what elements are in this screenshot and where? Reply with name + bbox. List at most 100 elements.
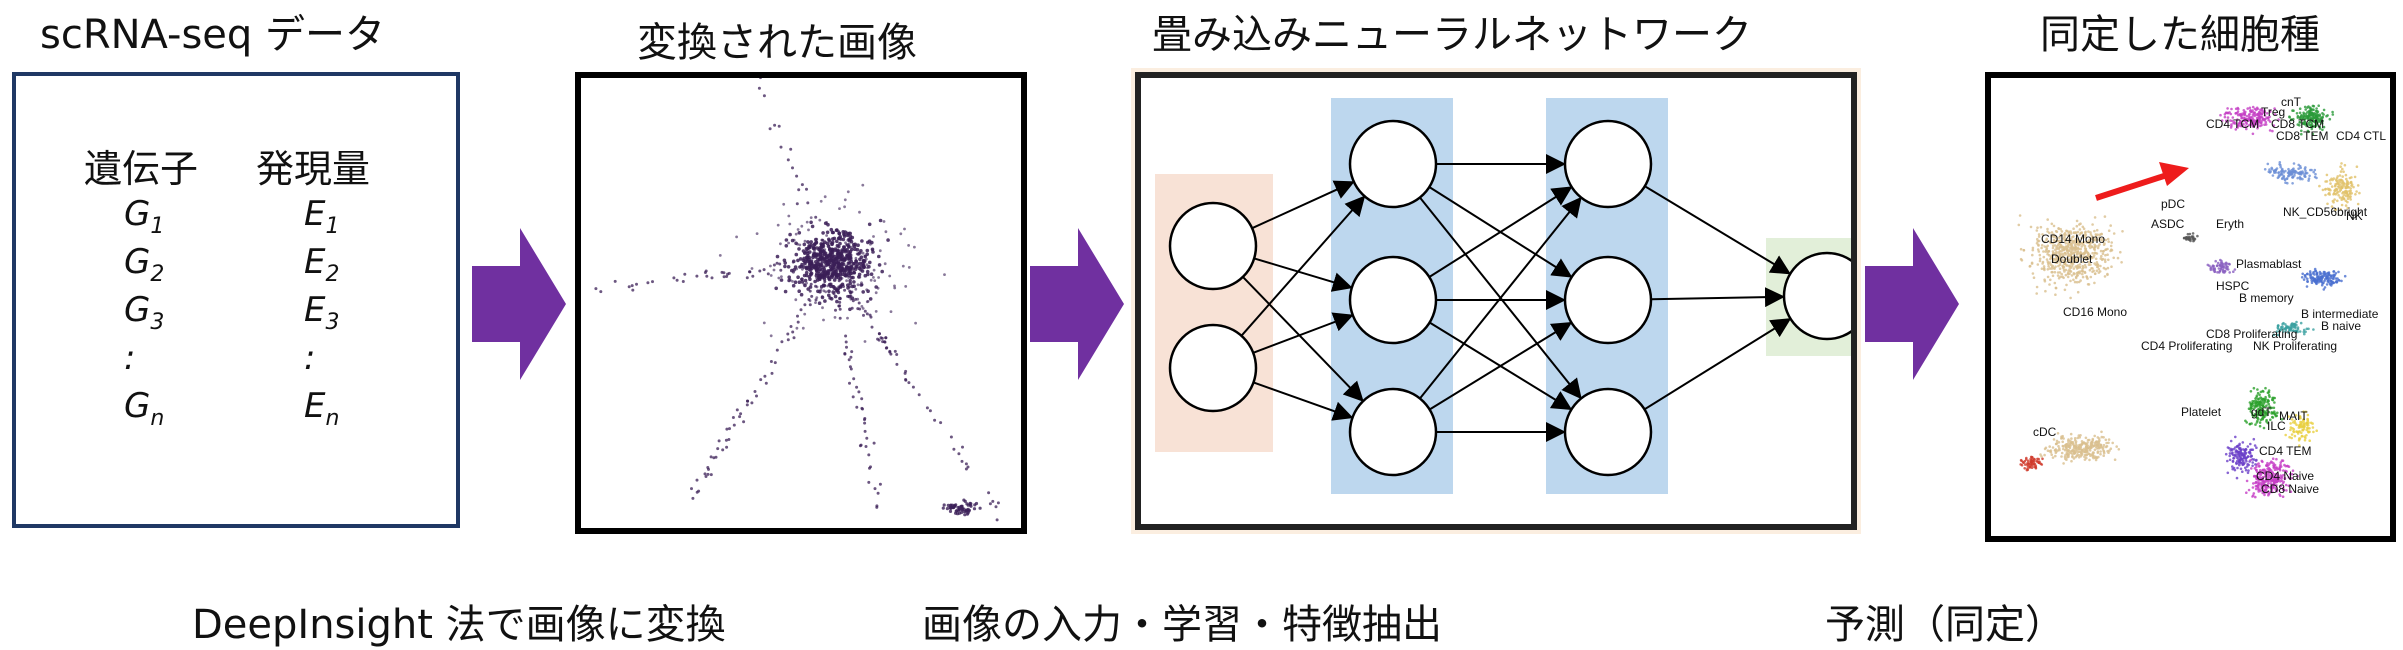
expression-base: : (304, 338, 316, 378)
cell-type-label: NK (2346, 209, 2363, 223)
connection-arrow (1643, 318, 1792, 411)
expression-base: E (304, 386, 326, 426)
expression-symbol: : (304, 338, 315, 378)
gene-subscript: 2 (150, 261, 165, 287)
cell-type-label: CD4 Naive (2256, 469, 2314, 483)
panel1-title: scRNA-seq データ (40, 12, 386, 58)
neuron-node (1348, 387, 1438, 477)
gene-base: G (124, 290, 151, 330)
cell-type-label: cnT (2281, 95, 2302, 109)
gene-symbol: : (124, 338, 135, 378)
cell-type-label: CD14 Mono (2041, 232, 2105, 246)
gene-subscript: 1 (150, 213, 165, 239)
panel2-title: 変換された画像 (637, 20, 917, 66)
cell-type-label: pDC (2161, 197, 2185, 211)
expression-symbol: E2 (304, 242, 339, 287)
connection-arrow (1650, 287, 1785, 308)
cell-type-label: ILC (2267, 419, 2286, 433)
expression-symbol: E3 (304, 290, 339, 335)
expression-base: E (304, 290, 326, 330)
expression-subscript: n (325, 405, 340, 431)
connection-arrow (1252, 312, 1354, 354)
expression-symbol: En (304, 386, 339, 431)
connection-arrow (1419, 196, 1582, 400)
cell-type-label: Platelet (2181, 405, 2222, 419)
cell-type-label: gdT (2251, 405, 2272, 419)
umap-points (2017, 104, 2361, 499)
cell-type-label: CD8 Proliferating (2206, 327, 2297, 341)
gene-base: G (124, 386, 151, 426)
cell-type-label: ASDC (2151, 217, 2185, 231)
cell-type-label: B intermediate (2301, 307, 2379, 321)
gene-symbol: G2 (124, 242, 164, 287)
highlight-arrow-shaft (2095, 172, 2168, 201)
neuron-node (1563, 387, 1653, 477)
cell-type-label: CD8 Naive (2261, 482, 2319, 496)
gene-base: G (124, 194, 151, 234)
step2-caption: 画像の入力・学習・特徴抽出 (922, 602, 1442, 648)
cell-type-label: CD4 TCM (2206, 117, 2259, 131)
connection-arrow (1253, 381, 1354, 421)
cell-type-label: B naive (2321, 319, 2361, 333)
cell-type-label: CD4 CTL (2336, 129, 2386, 143)
cnn-panel (1135, 72, 1857, 530)
right-arrow-icon (1030, 228, 1124, 380)
gene-subscript: n (150, 405, 165, 431)
cell-type-label: Plasmablast (2236, 257, 2302, 271)
expression-base: E (304, 242, 326, 282)
cell-type-label: CD8 TEM (2276, 129, 2328, 143)
gene-subscript: 3 (150, 309, 165, 335)
connection-arrow (1429, 321, 1573, 411)
highlight-arrow-icon (2159, 162, 2189, 186)
cell-type-label: Treg (2261, 105, 2285, 119)
cell-type-label: NK Proliferating (2253, 339, 2337, 353)
neuron-node (1348, 119, 1438, 209)
expression-subscript: 1 (325, 213, 340, 239)
gene-symbol: G1 (124, 194, 164, 239)
gene-base: : (124, 338, 136, 378)
cell-type-label: CD16 Mono (2063, 305, 2127, 319)
cell-type-label: HSPC (2216, 279, 2250, 293)
expression-base: E (304, 194, 326, 234)
panel4-title: 同定した細胞種 (2040, 12, 2320, 58)
step1-caption: DeepInsight 法で画像に変換 (192, 602, 726, 648)
step3-caption: 予測（同定） (1825, 602, 2065, 648)
right-arrow-icon (472, 228, 566, 380)
cell-type-label: cDC (2033, 425, 2057, 439)
neuron-node (1168, 323, 1258, 413)
expression-column-header: 発現量 (256, 147, 371, 191)
cell-type-label: B memory (2239, 291, 2294, 305)
cell-type-label: CD8 TCM (2271, 117, 2324, 131)
neuron-node (1168, 201, 1258, 291)
cnn-diagram (1155, 98, 1851, 494)
connection-arrow (1428, 186, 1573, 278)
connection-arrow (1644, 185, 1792, 275)
cell-type-label: CD4 TEM (2259, 444, 2311, 458)
cell-type-label: NK_CD56bright (2283, 205, 2368, 219)
connection-arrow (1240, 195, 1366, 337)
gene-column-header: 遺伝子 (84, 147, 199, 191)
cell-type-label: Doublet (2051, 252, 2093, 266)
image-pixels (594, 78, 1000, 522)
connection-arrow (1251, 180, 1355, 230)
neuron-node (1782, 251, 1851, 341)
connection-arrow (1242, 276, 1364, 402)
expression-subscript: 3 (325, 309, 340, 335)
transformed-image-panel (575, 72, 1027, 534)
panel3-title: 畳み込みニューラルネットワーク (1152, 12, 1752, 58)
transformed-image (594, 78, 1000, 522)
neuron-node (1563, 119, 1653, 209)
cell-type-label: Eryth (2216, 217, 2244, 231)
expression-symbol: E1 (304, 194, 339, 239)
right-arrow-icon (1865, 228, 1959, 380)
cell-type-label: CD4 Proliferating (2141, 339, 2232, 353)
gene-symbol: Gn (124, 386, 164, 431)
cell-type-label: MAIT (2279, 409, 2308, 423)
neuron-node (1563, 255, 1653, 345)
gene-symbol: G3 (124, 290, 164, 335)
gene-base: G (124, 242, 151, 282)
expression-subscript: 2 (325, 261, 340, 287)
